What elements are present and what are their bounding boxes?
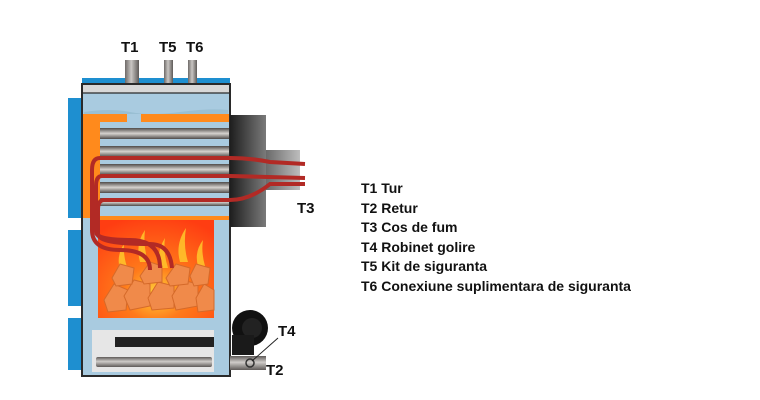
- t6-pipe: [188, 60, 197, 94]
- label-t3: T3: [297, 200, 315, 217]
- ash-compartment: [83, 318, 229, 372]
- heat-exchanger: [83, 114, 229, 220]
- legend-item-t3: T3 Cos de fum: [361, 219, 458, 235]
- t5-pipe: [164, 60, 173, 94]
- legend: T1 Tur T2 Retur T3 Cos de fum T4 Robinet…: [361, 179, 631, 296]
- t4-drain-valve[interactable]: [245, 358, 255, 368]
- legend-item-t4: T4 Robinet golire: [361, 238, 476, 255]
- legend-item-t2: T2 Retur: [361, 199, 418, 216]
- label-t2: T2: [266, 362, 284, 379]
- legend-item-t6: T6 Conexiune suplimentara de siguranta: [361, 277, 631, 294]
- legend-item-t5: T5 Kit de siguranta: [361, 258, 488, 274]
- legend-item-t1: T1 Tur: [361, 180, 403, 196]
- label-t6: T6: [186, 39, 204, 56]
- chimney-flue: [230, 115, 300, 227]
- label-t4: T4: [278, 323, 296, 340]
- firebox: [83, 218, 229, 318]
- label-t5: T5: [159, 39, 177, 56]
- label-t1: T1: [121, 39, 139, 56]
- fan-and-drain: [230, 310, 279, 370]
- heating-tubes: [90, 156, 306, 271]
- t2-return-pipe: [230, 356, 266, 370]
- outer-insulation: [68, 78, 230, 370]
